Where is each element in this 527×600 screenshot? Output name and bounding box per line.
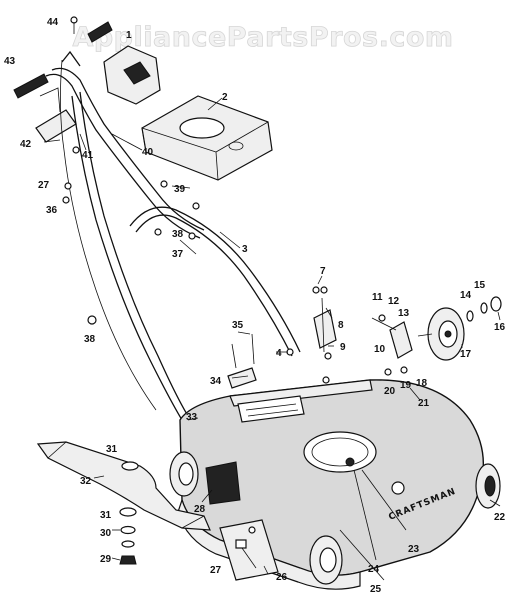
callout-37: 37 <box>172 249 184 260</box>
callout-10: 10 <box>374 344 386 355</box>
blade-hardware <box>119 461 139 565</box>
callout-35: 35 <box>232 320 244 331</box>
callout-labels: 44 1 43 2 42 41 40 27 39 36 38 37 3 7 11… <box>4 17 506 595</box>
right-grip <box>87 21 113 43</box>
callout-9: 9 <box>340 342 346 353</box>
callout-20: 20 <box>384 386 396 397</box>
callout-40: 40 <box>142 147 154 158</box>
callout-7: 7 <box>320 266 326 277</box>
callout-31-upper: 31 <box>106 444 118 455</box>
callout-2: 2 <box>222 92 228 103</box>
hardware-bolts <box>62 16 320 534</box>
callout-4: 4 <box>276 348 282 359</box>
leader-lines <box>43 97 501 581</box>
callout-13: 13 <box>398 308 410 319</box>
callout-18: 18 <box>416 378 428 389</box>
callout-39: 39 <box>174 184 186 195</box>
height-adjuster <box>313 286 433 384</box>
callout-38-lower: 38 <box>84 334 96 345</box>
callout-25: 25 <box>370 584 382 595</box>
callout-44: 44 <box>47 17 59 28</box>
callout-31-lower: 31 <box>100 510 112 521</box>
callout-3: 3 <box>242 244 248 255</box>
callout-14: 14 <box>460 290 472 301</box>
callout-22: 22 <box>494 512 506 523</box>
callout-27-deflector: 27 <box>210 565 222 576</box>
callout-26: 26 <box>276 572 288 583</box>
callout-21: 21 <box>418 398 430 409</box>
control-panel-box <box>103 45 161 105</box>
engine-shroud <box>141 95 273 181</box>
mower-blade <box>36 441 211 531</box>
callout-24: 24 <box>368 564 380 575</box>
callout-32: 32 <box>80 476 92 487</box>
callout-38-upper: 38 <box>172 229 184 240</box>
callout-36: 36 <box>46 205 58 216</box>
callout-33: 33 <box>186 412 198 423</box>
handle-assembly <box>13 21 301 421</box>
callout-28: 28 <box>194 504 206 515</box>
callout-11: 11 <box>372 292 383 303</box>
callout-17: 17 <box>460 349 472 360</box>
callout-16: 16 <box>494 322 506 333</box>
callout-23: 23 <box>408 544 420 555</box>
watermark-text: AppliancePartsPros.com <box>72 22 453 53</box>
callout-27-handle: 27 <box>38 180 50 191</box>
callout-15: 15 <box>474 280 486 291</box>
callout-29: 29 <box>100 554 112 565</box>
wheel-hardware <box>466 296 502 322</box>
callout-43: 43 <box>4 56 16 67</box>
callout-8: 8 <box>338 320 344 331</box>
callout-12: 12 <box>388 296 400 307</box>
left-grip <box>13 73 49 99</box>
callout-41: 41 <box>82 150 94 161</box>
bracket-34 <box>227 333 257 389</box>
callout-34: 34 <box>210 376 222 387</box>
callout-19: 19 <box>400 380 412 391</box>
callout-42: 42 <box>20 139 32 150</box>
callout-30: 30 <box>100 528 112 539</box>
discharge-deflector <box>219 519 279 581</box>
wheels <box>169 307 501 585</box>
callout-1: 1 <box>126 30 132 41</box>
